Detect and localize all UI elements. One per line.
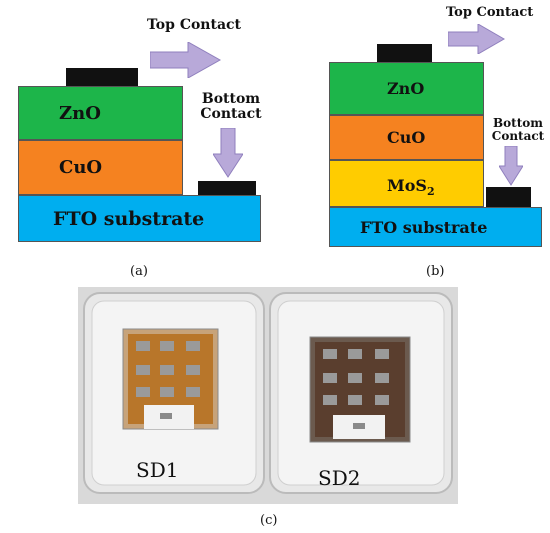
- cuo-layer-a: CuO: [18, 140, 183, 195]
- top-contact-a: [66, 68, 138, 86]
- mos2-label-b: MoS2: [387, 176, 435, 199]
- cuo-layer-b: CuO: [329, 115, 484, 160]
- top-contact-b: [377, 44, 432, 62]
- fto-substrate-label-b: FTO substrate: [360, 217, 488, 237]
- sd1-label: SD1: [136, 458, 179, 482]
- fto-substrate-layer-a: FTO substrate: [18, 195, 261, 242]
- zno-layer-b: ZnO: [329, 62, 484, 115]
- zno-label-a: ZnO: [59, 102, 101, 124]
- bottom-contact-label-b: Bottom Contact: [491, 116, 545, 144]
- sd1-device: [122, 328, 219, 430]
- cuo-label-b: CuO: [387, 128, 426, 147]
- panel-b: FTO substrate MoS2 CuO ZnO Top Contact B…: [300, 0, 550, 280]
- panel-a: FTO substrate CuO ZnO Top Contact Bottom…: [0, 0, 280, 280]
- fto-substrate-layer-b: FTO substrate: [329, 207, 542, 247]
- sd2-label: SD2: [318, 466, 361, 490]
- right-arrow-icon: [448, 24, 506, 54]
- bottom-contact-b: [486, 187, 531, 207]
- fto-substrate-label-a: FTO substrate: [53, 207, 205, 230]
- sd2-device: [309, 336, 411, 443]
- bottom-contact-a: [198, 181, 256, 195]
- right-arrow-icon: [150, 42, 222, 78]
- zno-layer-a: ZnO: [18, 86, 183, 140]
- mos2-layer-b: MoS2: [329, 160, 484, 207]
- caption-b: (b): [426, 264, 445, 279]
- bottom-contact-label-a: Bottom Contact: [200, 91, 262, 123]
- caption-c: (c): [260, 513, 278, 528]
- device-photo: SD1 SD2: [78, 287, 458, 504]
- top-contact-label-a: Top Contact: [147, 17, 242, 33]
- down-arrow-icon: [499, 146, 523, 186]
- caption-a: (a): [130, 264, 148, 279]
- device-photo-drawing: [83, 292, 453, 494]
- down-arrow-icon: [213, 128, 243, 178]
- top-contact-label-b: Top Contact: [446, 5, 534, 20]
- zno-label-b: ZnO: [387, 79, 425, 98]
- cuo-label-a: CuO: [59, 157, 103, 178]
